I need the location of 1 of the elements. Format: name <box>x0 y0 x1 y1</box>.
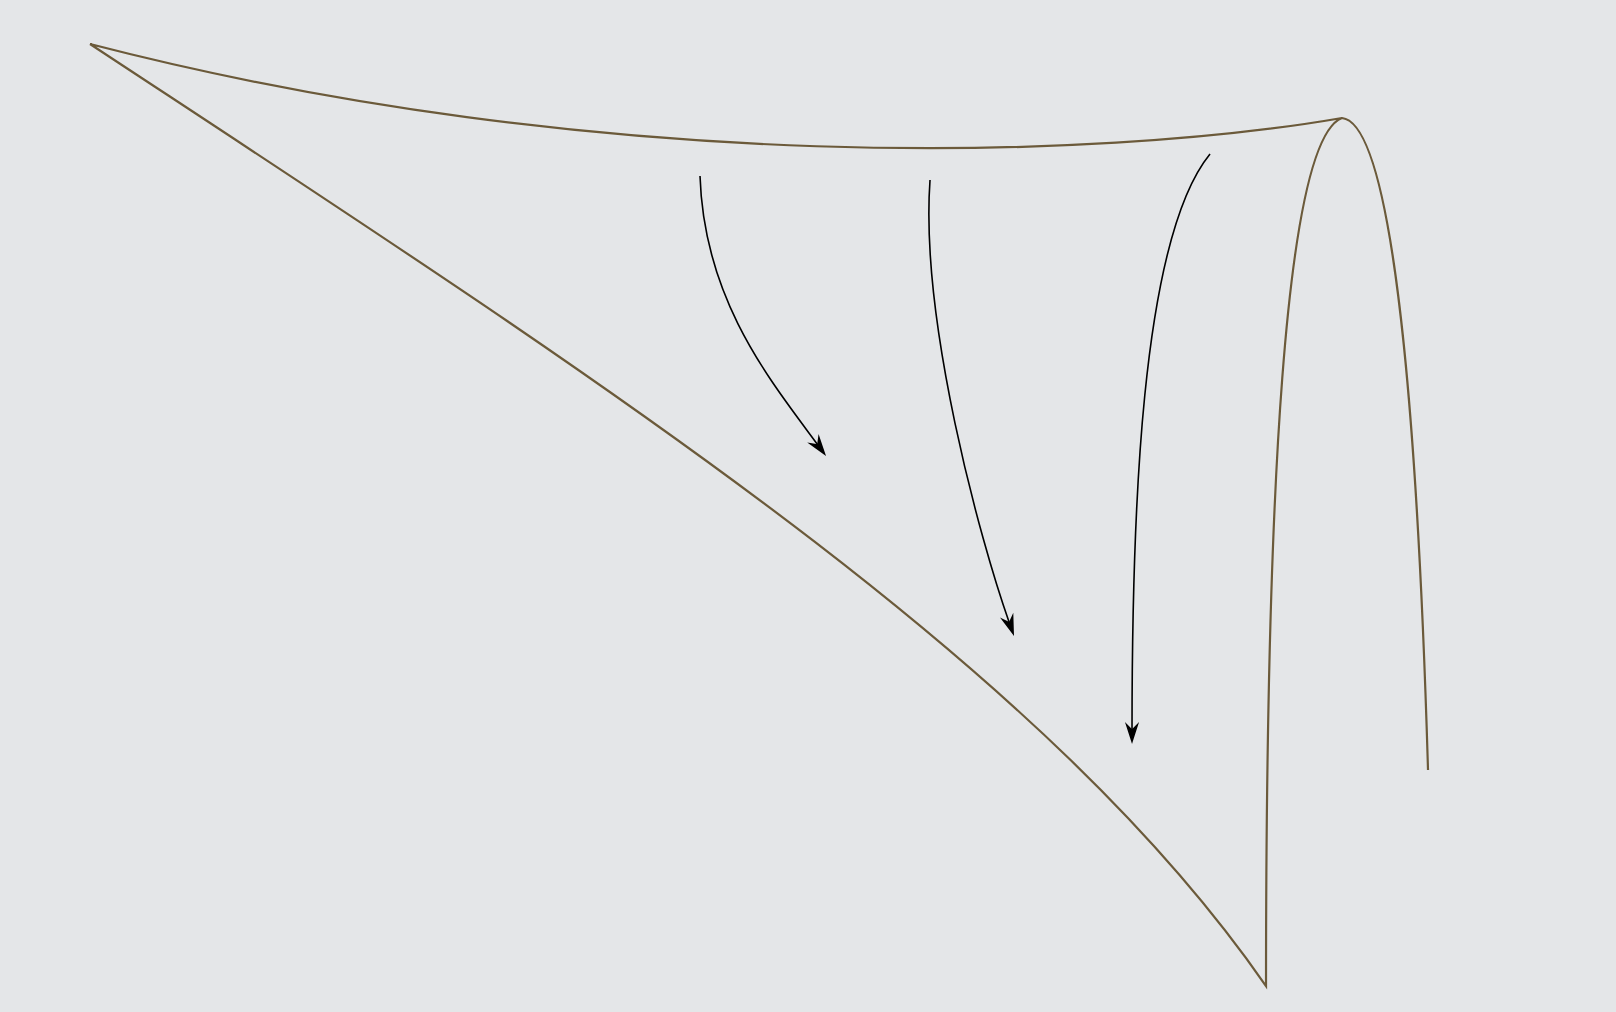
curved-sheet-drawing <box>88 42 1430 988</box>
